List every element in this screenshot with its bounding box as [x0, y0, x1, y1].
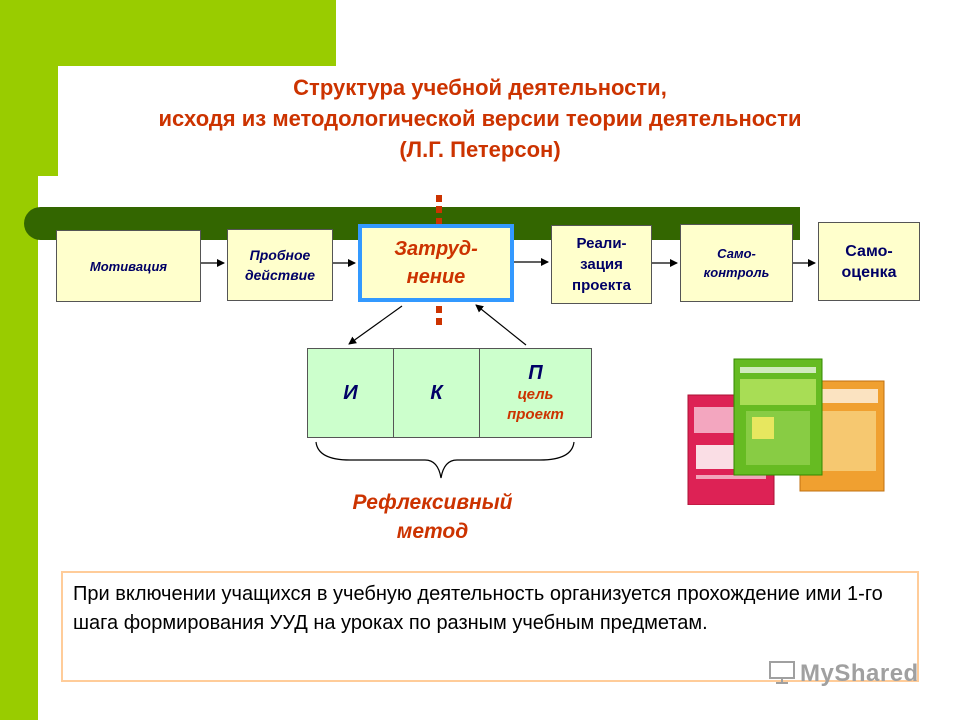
step-trial-action: Пробное действие: [227, 229, 333, 301]
ikp-p-project: проект: [507, 405, 564, 423]
decorative-lime-block: [0, 0, 336, 66]
decorative-lime-block-lower: [0, 66, 58, 176]
step-difficulty-label: Затруд- нение: [394, 238, 478, 288]
step-difficulty: Затруд- нение: [362, 228, 510, 298]
red-dash-marker: [436, 195, 442, 202]
note-textbox: При включении учащихся в учебную деятель…: [61, 571, 919, 682]
step-project-realization: Реали- зация проекта: [551, 225, 652, 304]
step-self-control-label: Само- контроль: [703, 246, 770, 280]
textbook-covers-image: [687, 358, 885, 505]
ikp-cell-k: К: [394, 349, 480, 437]
step-motivation-label: Мотивация: [89, 258, 168, 274]
ikp-k-label: К: [430, 381, 443, 404]
red-dash-marker: [436, 318, 442, 325]
step-project-realization-label: Реали- зация проекта: [572, 235, 631, 294]
step-self-assessment: Само- оценка: [818, 222, 920, 301]
ikp-cell-p: П цель проект: [480, 349, 591, 437]
title-line-3: (Л.Г. Петерсон): [399, 137, 561, 162]
arrow-difficulty-to-ikp: [348, 305, 403, 345]
note-text: При включении учащихся в учебную деятель…: [73, 583, 883, 634]
slide-title: Структура учебной деятельности, исходя и…: [60, 72, 900, 165]
red-dash-marker: [436, 306, 442, 313]
arrow-ikp-to-difficulty: [475, 304, 527, 346]
reflexive-brace: [315, 441, 575, 479]
watermark-logo: MyShared: [800, 660, 919, 687]
presentation-icon: [769, 661, 795, 684]
title-line-2: исходя из методологической версии теории…: [158, 106, 802, 131]
reflexive-line-2: метод: [396, 520, 469, 543]
title-line-1: Структура учебной деятельности,: [293, 75, 667, 100]
ikp-p-label: П: [528, 361, 543, 384]
step-motivation: Мотивация: [56, 230, 201, 302]
red-dash-marker: [436, 218, 442, 225]
ikp-table: И К П цель проект: [307, 348, 592, 438]
reflexive-method-label: Рефлексивный метод: [300, 488, 565, 546]
step-self-control: Само- контроль: [680, 224, 793, 302]
ikp-i-label: И: [343, 381, 358, 404]
step-trial-action-label: Пробное действие: [244, 247, 316, 283]
reflexive-line-1: Рефлексивный: [352, 491, 513, 514]
red-dash-marker: [436, 206, 442, 213]
ikp-p-goal: цель: [517, 385, 554, 403]
step-self-assessment-label: Само- оценка: [841, 242, 897, 281]
ikp-cell-i: И: [308, 349, 394, 437]
